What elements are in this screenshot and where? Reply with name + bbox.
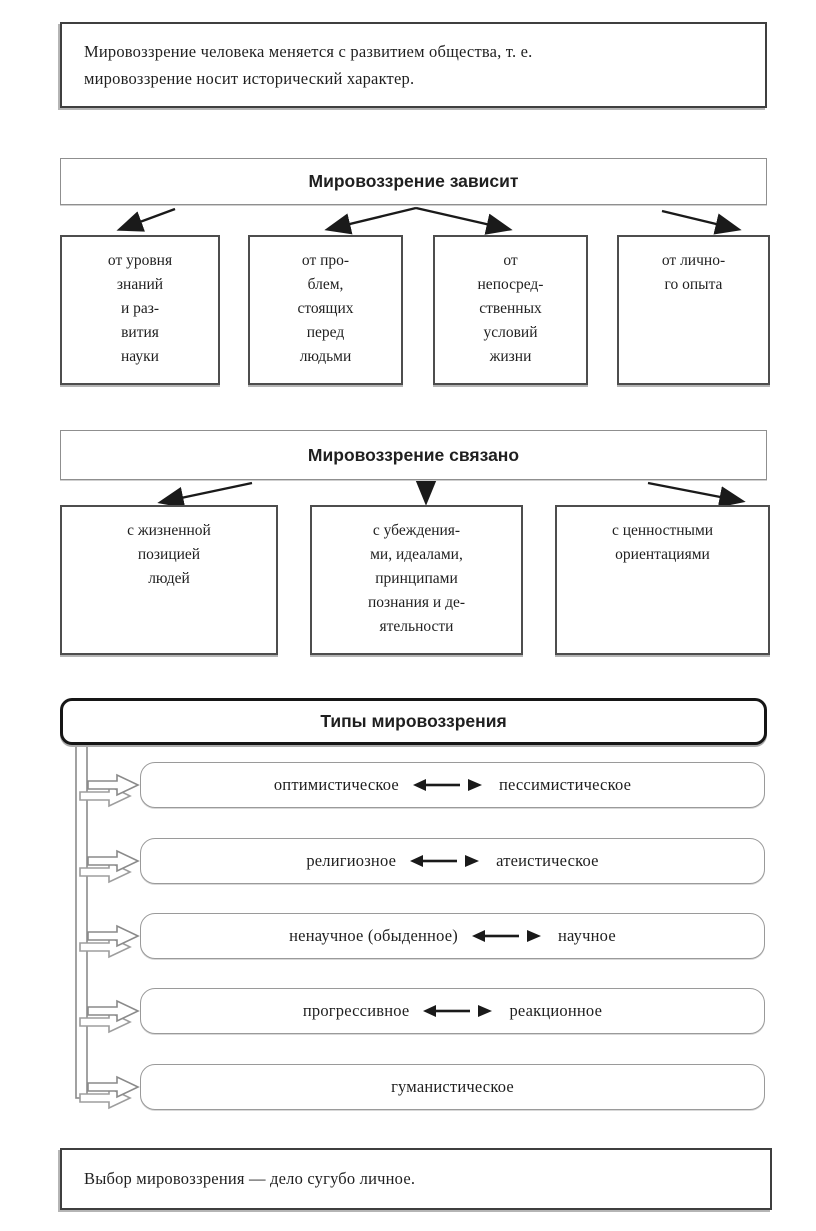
- footer-note-box: Выбор мировоззрения — дело сугубо личное…: [60, 1148, 772, 1210]
- type-right-label: атеистическое: [496, 851, 599, 870]
- depends-box-experience-text: от лично- го опыта: [661, 252, 726, 294]
- type-right-label: пессимистическое: [498, 775, 632, 794]
- depends-box-experience: от лично- го опыта: [617, 235, 770, 385]
- type-right-label: научное: [557, 926, 616, 945]
- double-arrow-icon: [471, 930, 541, 942]
- connected-box-position: с жизненной позицией людей: [60, 505, 278, 655]
- intro-note-box: Мировоззрение человека меняется с развит…: [60, 22, 767, 108]
- hollow-arrow-row4-shadow: [79, 1010, 132, 1034]
- type-left-label: оптимистическое: [273, 775, 399, 794]
- hollow-arrow-row1-shadow: [79, 784, 132, 808]
- type-left-label: религиозное: [306, 851, 397, 870]
- arrow-depends-box3: [415, 206, 513, 235]
- double-arrow-icon: [410, 855, 480, 867]
- hollow-arrow-row3: [87, 924, 140, 948]
- connected-box-values: с ценностными ориентациями: [555, 505, 770, 655]
- types-title: Типы мировоззрения: [320, 711, 507, 731]
- hollow-arrow-row2: [87, 849, 140, 873]
- depends-box-problems-text: от про- блем, стоящих перед людьми: [297, 252, 354, 366]
- intro-note-text: Мировоззрение человека меняется с развит…: [84, 41, 533, 88]
- depends-title: Мировоззрение зависит: [308, 171, 519, 191]
- depends-box-knowledge: от уровня знаний и раз- вития науки: [60, 235, 220, 385]
- connected-header: Мировоззрение связано: [60, 430, 767, 480]
- hollow-arrow-row2-shadow: [79, 860, 132, 884]
- type-row-progressive: прогрессивное реакционное: [140, 988, 765, 1034]
- depends-box-conditions: от непосред- ственных условий жизни: [433, 235, 588, 385]
- double-arrow-icon: [423, 1005, 493, 1017]
- type-row-nonscientific: ненаучное (обыденное) научное: [140, 913, 765, 959]
- type-left-label: гуманистическое: [391, 1077, 514, 1096]
- connected-box-position-text: с жизненной позицией людей: [127, 522, 211, 588]
- arrow-depends-box2: [324, 206, 417, 235]
- type-left-label: прогрессивное: [302, 1001, 410, 1020]
- connected-box-values-text: с ценностными ориентациями: [611, 522, 714, 564]
- connected-title: Мировоззрение связано: [307, 444, 520, 465]
- depends-header: Мировоззрение зависит: [60, 158, 767, 205]
- types-connector-bar: [75, 739, 88, 1099]
- hollow-arrow-row5: [87, 1075, 140, 1099]
- depends-box-knowledge-text: от уровня знаний и раз- вития науки: [107, 252, 173, 366]
- arrow-depends-box1: [116, 207, 176, 232]
- depends-box-conditions-text: от непосред- ственных условий жизни: [477, 252, 544, 366]
- connected-box-beliefs: с убеждения- ми, идеалами, принципами по…: [310, 505, 523, 655]
- arrow-connected-box3: [647, 481, 746, 508]
- hollow-arrow-row5-shadow: [79, 1086, 132, 1110]
- double-arrow-icon: [412, 779, 482, 791]
- type-right-label: реакционное: [509, 1001, 603, 1020]
- type-left-label: ненаучное (обыденное): [289, 926, 458, 945]
- hollow-arrow-row4: [87, 999, 140, 1023]
- footer-note-text: Выбор мировоззрения — дело сугубо личное…: [84, 1169, 416, 1189]
- type-row-optimistic: оптимистическое пессимистическое: [140, 762, 765, 808]
- arrow-connected-box1: [157, 481, 253, 509]
- hollow-arrow-row3-shadow: [79, 935, 132, 959]
- hollow-arrow-row1: [87, 773, 140, 797]
- type-row-religious: религиозное атеистическое: [140, 838, 765, 884]
- connected-box-beliefs-text: с убеждения- ми, идеалами, принципами по…: [367, 522, 466, 636]
- type-row-humanistic: гуманистическое: [140, 1064, 765, 1110]
- arrow-depends-box4: [661, 209, 742, 235]
- depends-box-problems: от про- блем, стоящих перед людьми: [248, 235, 403, 385]
- types-header: Типы мировоззрения: [60, 698, 767, 745]
